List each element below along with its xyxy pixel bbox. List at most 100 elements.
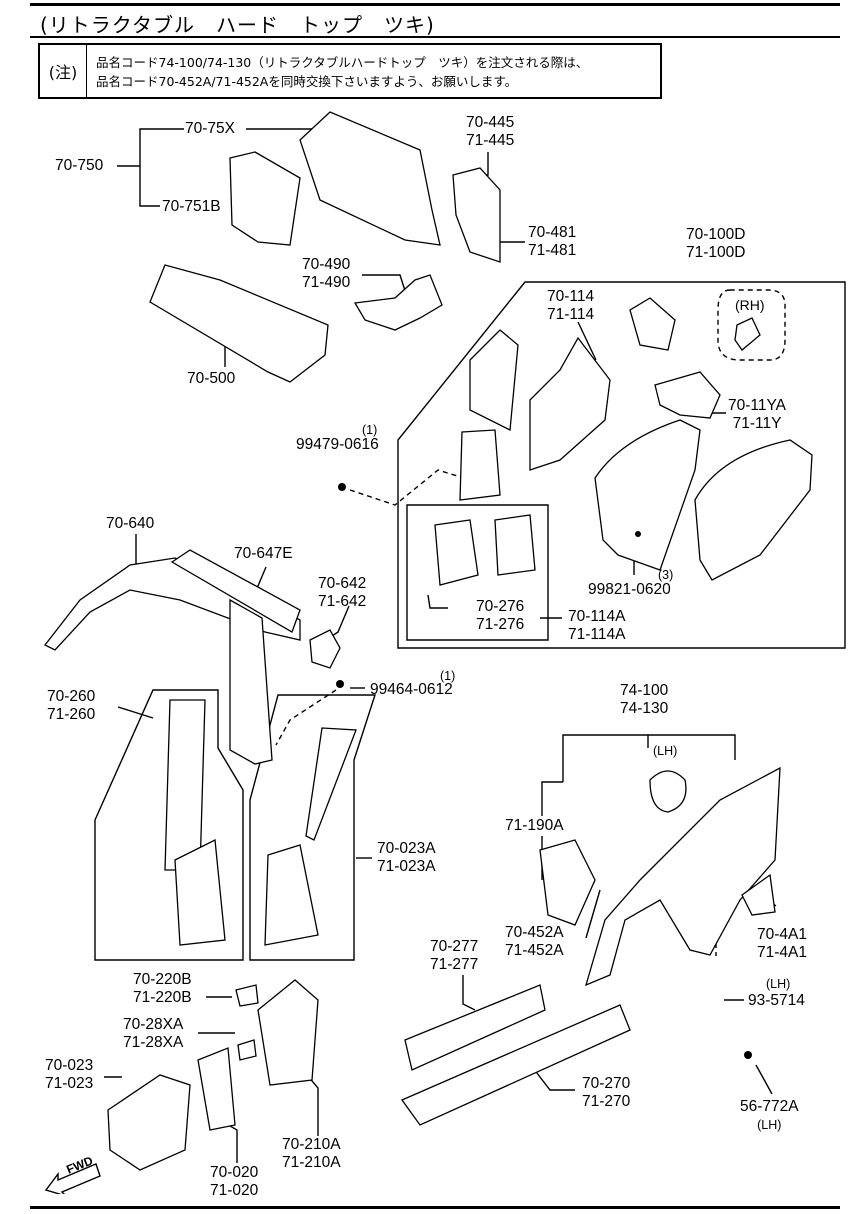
- brace-70-490: [353, 274, 443, 331]
- rh-dashed-box: [717, 289, 786, 361]
- note-box: (注) 品名コード74-100/74-130（リトラクタブルハードトップ ツキ）…: [38, 43, 662, 99]
- plate-70-28xa: [237, 1039, 257, 1061]
- label-99821: 99821-0620: [588, 581, 671, 598]
- label-70-500: 70-500: [187, 370, 236, 387]
- label-99479: 99479-0616: [296, 436, 379, 453]
- bolt-99479: [338, 483, 346, 491]
- label-70-260-a: 70-260: [47, 688, 96, 705]
- inner-wheelhouse-70-114: [529, 336, 611, 471]
- gusset-rh-small: [734, 317, 761, 351]
- label-70-220b-a: 70-220B: [133, 971, 192, 988]
- label-70-445-a: 70-445: [466, 114, 515, 131]
- label-70-75x: 70-75X: [185, 120, 235, 137]
- label-70-11ya-a: 70-11YA: [728, 397, 787, 414]
- label-70-270: 70-270 71-270: [582, 1075, 630, 1111]
- label-71-642: 71-642: [318, 593, 367, 610]
- panel-70-023: [107, 1074, 191, 1171]
- label-70-210a: 70-210A 71-210A: [282, 1136, 341, 1172]
- fwd-arrow: FWD: [44, 1150, 104, 1197]
- label-70-28xa-a: 70-28XA: [123, 1016, 184, 1033]
- leader-70-452a: [585, 889, 601, 939]
- label-71-190a: 71-190A: [505, 817, 564, 834]
- label-lh-fuel: (LH): [653, 744, 678, 758]
- label-74-100-a: 74-100: [620, 682, 669, 699]
- label-70-490: 70-490 71-490: [302, 256, 350, 292]
- sill-70-270: [401, 1004, 631, 1126]
- note-line-1: 品名コード74-100/74-130（リトラクタブルハードトップ ツキ）を注文さ…: [96, 55, 589, 70]
- leader-70-750: [117, 128, 325, 208]
- leader-70-276: [427, 594, 448, 609]
- label-70-114a-a: 70-114A: [568, 608, 626, 625]
- label-71-260: 71-260: [47, 706, 96, 723]
- bracket-70-642: [309, 629, 341, 669]
- label-70-640: 70-640: [106, 515, 155, 532]
- label-70-210a-a: 70-210A: [282, 1136, 341, 1153]
- label-71-100d: 71-100D: [686, 244, 746, 261]
- qty-99479: (1): [362, 423, 378, 437]
- bottom-rule: [30, 1206, 840, 1209]
- deck-panel-70-500: [149, 264, 329, 383]
- rear-fender-74-100: [584, 766, 781, 987]
- label-70-100d: 70-100D 71-100D: [686, 226, 745, 262]
- label-71-023a: 71-023A: [377, 858, 436, 875]
- label-71-210a: 71-210A: [282, 1154, 341, 1171]
- bracket-70-114a-a: [434, 519, 479, 586]
- label-70-277-a: 70-277: [430, 938, 479, 955]
- label-70-642: 70-642 71-642: [318, 575, 366, 611]
- label-56-772a-a: 56-772A: [740, 1098, 799, 1115]
- leader-56-772a: [755, 1064, 773, 1095]
- trim-70-4a1: [741, 873, 776, 916]
- label-71-452a: 71-452A: [505, 942, 564, 959]
- bracket-70-114a-b: [494, 514, 536, 576]
- label-70-277: 70-277 71-277: [430, 938, 478, 974]
- label-71-11y: 71-11Y: [732, 415, 782, 432]
- top-rule: [30, 3, 840, 6]
- label-70-751b: 70-751B: [162, 198, 221, 215]
- label-70-750: 70-750: [55, 157, 104, 174]
- label-71-114a: 71-114A: [568, 626, 626, 643]
- fuel-lid-housing: [649, 770, 687, 813]
- label-70-481-a: 70-481: [528, 224, 577, 241]
- panel-70-114-left: [469, 329, 519, 432]
- label-71-277: 71-277: [430, 956, 479, 973]
- label-70-490-a: 70-490: [302, 256, 351, 273]
- note-label: (注): [40, 45, 87, 97]
- label-70-020: 70-020 71-020: [210, 1164, 258, 1200]
- qty-99464: (1): [440, 669, 456, 683]
- gusset-rh: [629, 297, 676, 351]
- label-70-452a-a: 70-452A: [505, 924, 564, 941]
- leader-74-100: [562, 734, 736, 782]
- label-70-4a1: 70-4A1 71-4A1: [757, 926, 807, 962]
- label-71-276: 71-276: [476, 616, 525, 633]
- leader-70-210a: [306, 1074, 319, 1136]
- label-71-481: 71-481: [528, 242, 577, 259]
- leader-70-260: [117, 706, 154, 719]
- roof-frame-70-640: [44, 557, 301, 651]
- label-70-020-a: 70-020: [210, 1164, 259, 1181]
- dashed-link-99479: [349, 469, 471, 506]
- wheelhouse-rear-half: [694, 439, 813, 581]
- title-rule: [30, 36, 840, 38]
- panel-70-020: [197, 1047, 236, 1131]
- strip-70-023a: [305, 727, 357, 841]
- label-71-220b: 71-220B: [133, 989, 192, 1006]
- label-71-020: 71-020: [210, 1182, 259, 1199]
- label-71-4a1: 71-4A1: [757, 944, 807, 961]
- pillar-70-640: [229, 598, 273, 765]
- header-70-647e: [170, 549, 301, 633]
- label-71-270: 71-270: [582, 1093, 631, 1110]
- bracket-70-11ya: [654, 371, 721, 419]
- label-70-452a: 70-452A 71-452A: [505, 924, 564, 960]
- label-70-114: 70-114 71-114: [547, 288, 594, 324]
- label-93-5714: 93-5714: [748, 992, 805, 1009]
- label-70-100d-a: 70-100D: [686, 226, 746, 243]
- pillar-70-210a: [257, 979, 319, 1086]
- panel-70-023a-lower: [264, 844, 319, 946]
- plate-70-220b: [235, 984, 259, 1007]
- label-lh-grommet: (LH): [757, 1118, 782, 1132]
- label-70-445: 70-445 71-445: [466, 114, 514, 150]
- label-70-270-a: 70-270: [582, 1075, 631, 1092]
- label-56-772a: 56-772A (LH): [740, 1098, 799, 1134]
- label-70-023a-a: 70-023A: [377, 840, 436, 857]
